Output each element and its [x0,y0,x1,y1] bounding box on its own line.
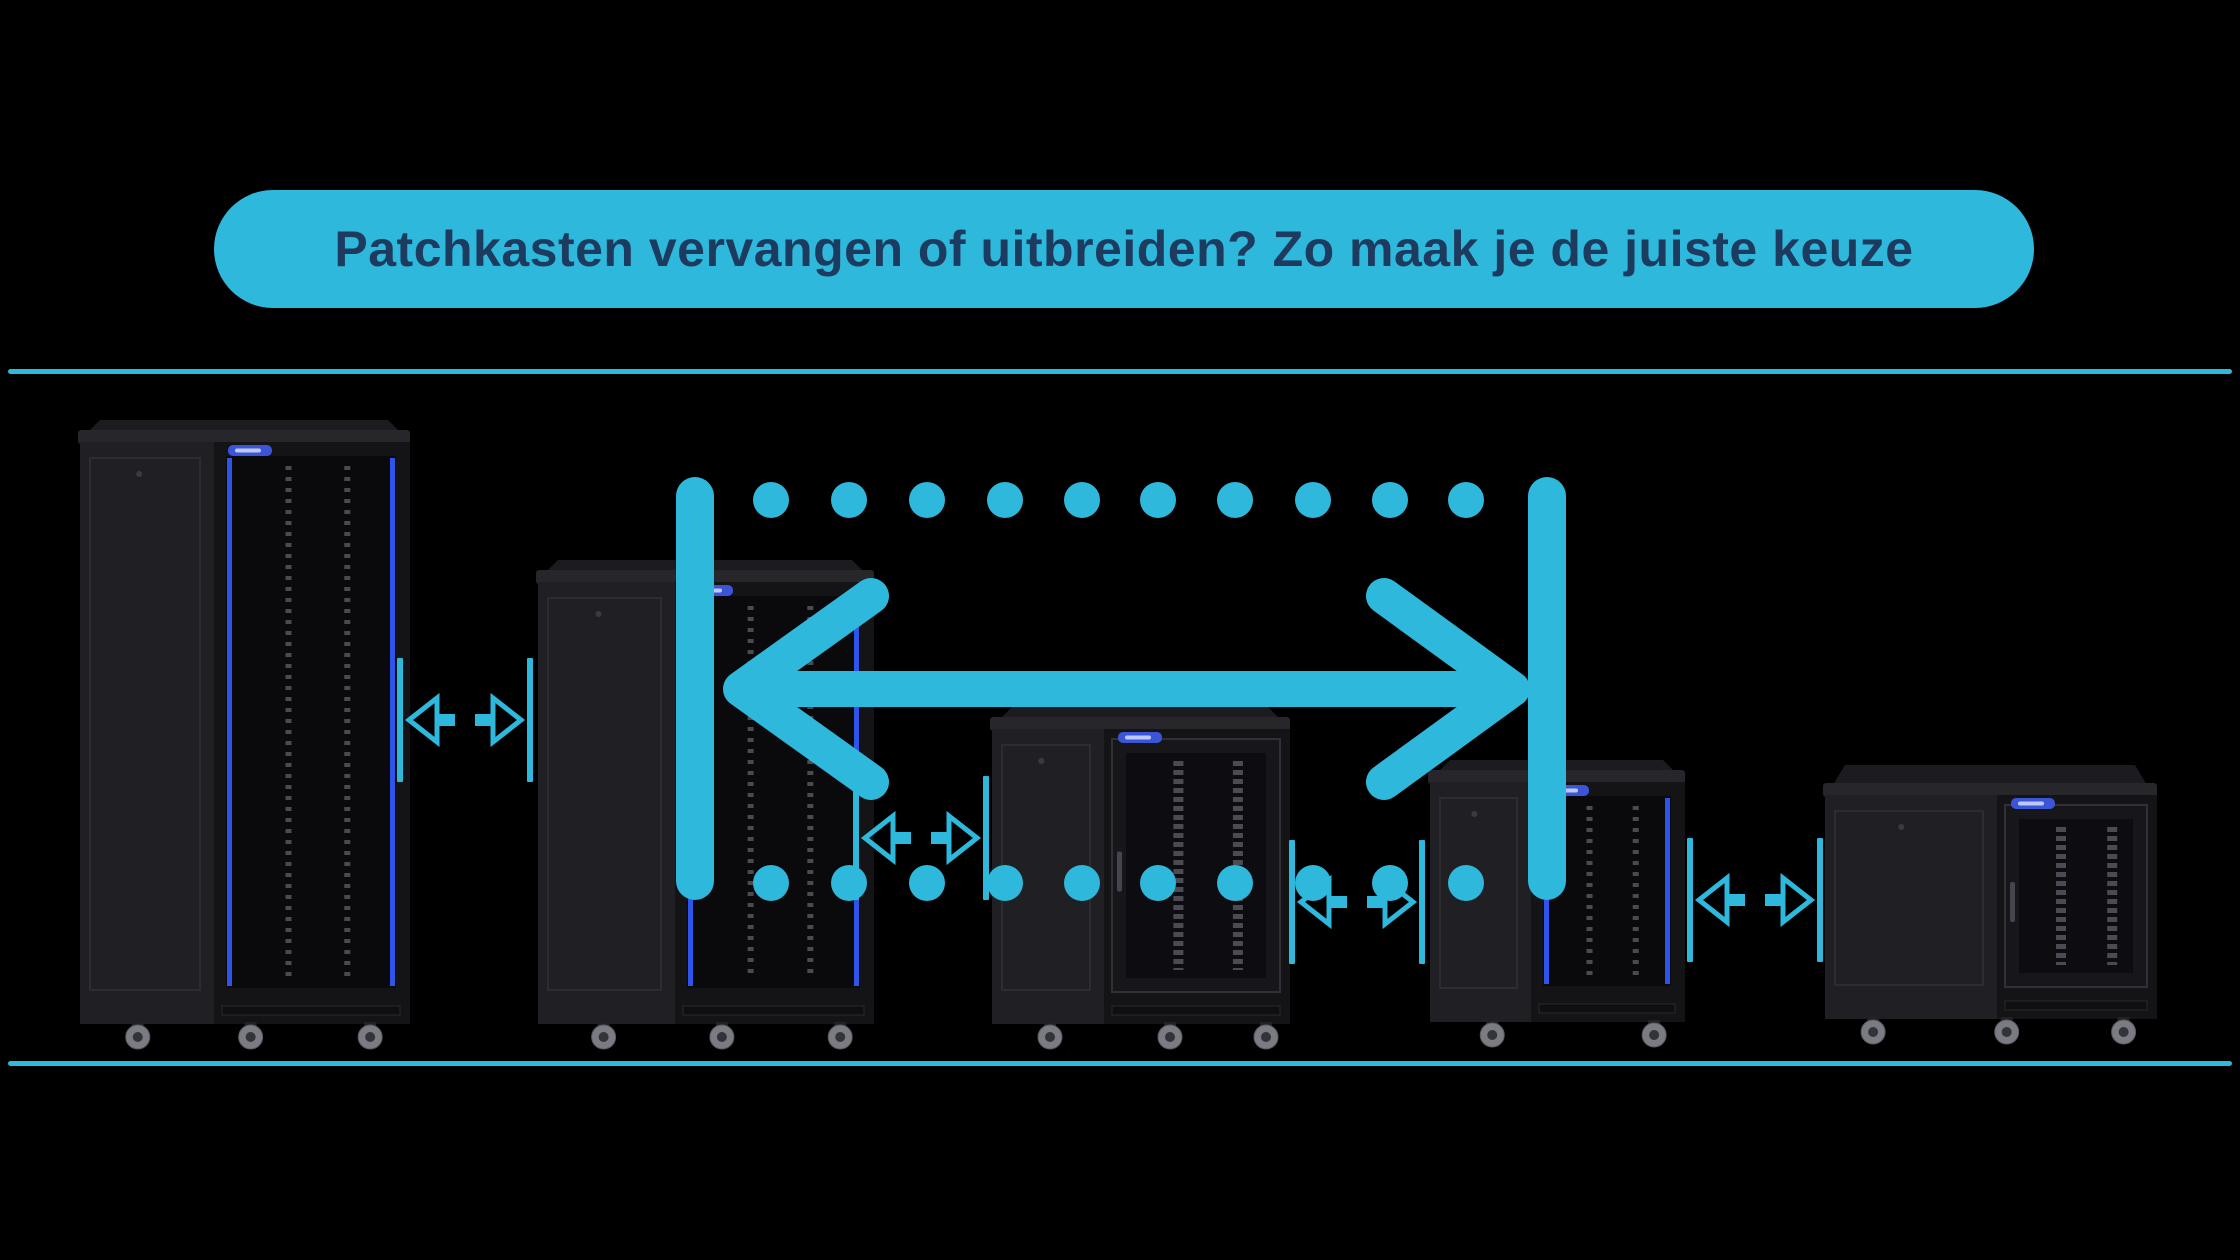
rack-2-medium-floor-cabinet [536,560,874,1050]
title-banner: Patchkasten vervangen of uitbreiden? Zo … [214,190,2034,308]
brand-logo-badge [689,585,733,596]
bottom-divider [8,1061,2232,1066]
rack-1-tall-floor-cabinet [78,420,410,1050]
rack-4-compact-cabinet [1428,760,1685,1048]
width-spacing-icon [1289,840,1425,964]
rack-5-wide-low-cabinet [1823,765,2157,1045]
brand-logo-badge [2011,798,2055,809]
rack-3-small-floor-cabinet [990,707,1290,1050]
title-text: Patchkasten vervangen of uitbreiden? Zo … [334,221,1914,277]
top-divider [8,369,2232,374]
width-spacing-icon [1687,838,1823,962]
brand-logo-badge [1545,785,1589,796]
brand-logo-badge [228,445,272,456]
brand-logo-badge [1118,732,1162,743]
width-spacing-icon [397,658,533,782]
dotted-row-top [753,482,1484,518]
